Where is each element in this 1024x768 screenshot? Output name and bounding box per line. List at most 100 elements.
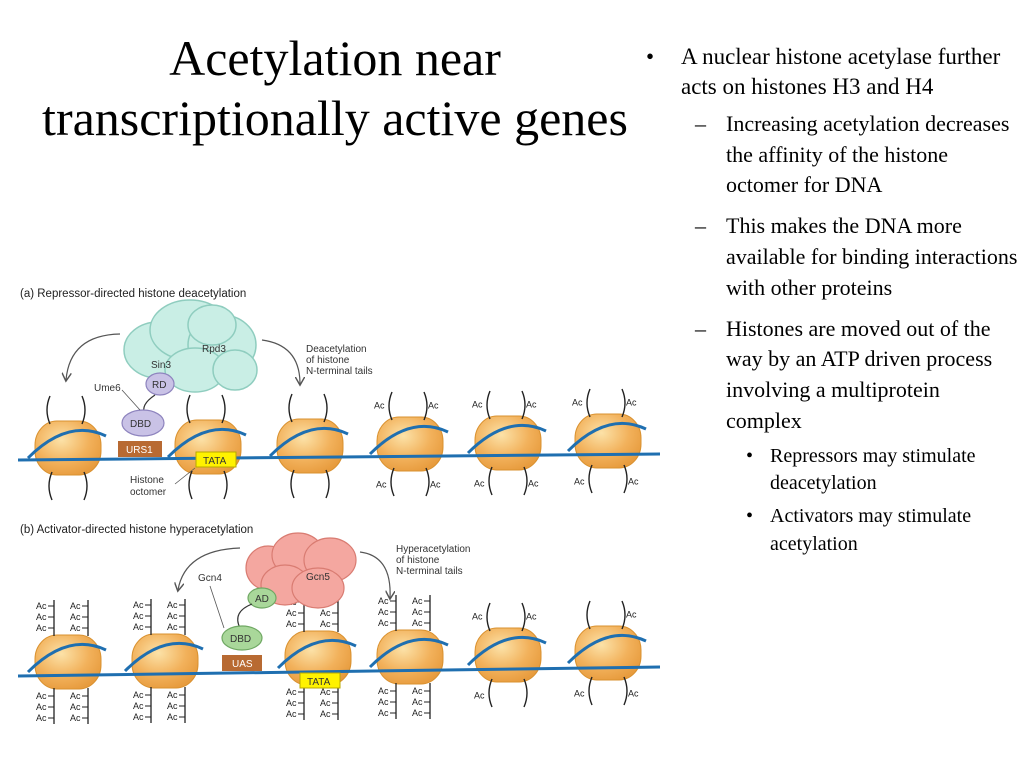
histone-tails-b: AcAcAcAcAcAcAcAcAcAcAcAcAcAcAcAcAcAcAcAc… bbox=[36, 595, 639, 724]
dna-wrap bbox=[268, 426, 349, 458]
histone-tail bbox=[48, 471, 53, 501]
dna-wrap bbox=[368, 424, 449, 456]
histone-tail bbox=[288, 393, 293, 423]
acetyl-label: Ac bbox=[320, 698, 331, 708]
tata-box-b bbox=[299, 672, 341, 689]
histone-tail: Ac bbox=[425, 467, 441, 497]
histone-tail: Ac bbox=[376, 467, 395, 497]
dash-mark: – bbox=[695, 213, 706, 239]
nucleosome bbox=[466, 627, 547, 683]
panel-a: (a) Repressor-directed histone deacetyla… bbox=[17, 288, 661, 501]
tata-box-a bbox=[195, 451, 237, 468]
acetyl-label: Ac bbox=[167, 690, 178, 700]
gcn4-linker bbox=[237, 603, 253, 629]
uas-box bbox=[222, 655, 262, 671]
nucleosome bbox=[566, 413, 647, 469]
nucleosome bbox=[123, 633, 204, 689]
dna-wrap bbox=[368, 637, 449, 669]
histone-tail bbox=[46, 395, 51, 425]
dna-strand-b bbox=[17, 665, 661, 678]
ume6-pointer bbox=[121, 389, 141, 411]
sin3-rpd3-complex bbox=[123, 299, 258, 393]
acetyl-label: Ac bbox=[412, 686, 423, 696]
histone-tail bbox=[323, 393, 328, 423]
acetyl-label: Ac bbox=[320, 687, 331, 697]
histone-tail: Ac bbox=[621, 600, 637, 630]
nucleosome bbox=[268, 418, 349, 474]
acetyl-label: Ac bbox=[133, 712, 144, 722]
bullet-mark: • bbox=[646, 44, 655, 69]
panel-b: (b) Activator-directed histone hyperacet… bbox=[17, 524, 661, 724]
gcn5-complex bbox=[245, 532, 357, 609]
acetyl-label: Ac bbox=[36, 691, 47, 701]
hyperacetylation-note: Hyperacetylation of histone N-terminal t… bbox=[396, 544, 473, 577]
ume6-label: Ume6 bbox=[94, 383, 121, 394]
nucleosome bbox=[26, 420, 107, 476]
nucleosome bbox=[368, 629, 449, 685]
acetyl-label: Ac bbox=[574, 476, 585, 486]
acetyl-label: Ac bbox=[286, 709, 297, 719]
nucleosome bbox=[26, 634, 107, 690]
panel-b-label: (b) Activator-directed histone hyperacet… bbox=[20, 524, 253, 536]
acetyl-label: Ac bbox=[412, 697, 423, 707]
acetyl-label: Ac bbox=[374, 401, 385, 411]
acetyl-label: Ac bbox=[167, 600, 178, 610]
gcn4-pointer bbox=[209, 585, 225, 629]
histone-tail bbox=[586, 600, 591, 630]
sub-sub-bullet-item: • Repressors may stimulate deacetylation bbox=[646, 443, 1018, 498]
octomer-pointer bbox=[174, 467, 196, 485]
dash-mark: – bbox=[695, 110, 706, 136]
sub-sub-bullet-item: • Activators may stimulate acetylation bbox=[646, 503, 1018, 558]
sub-sub-bullet-text: Activators may stimulate acetylation bbox=[770, 505, 972, 555]
dna-wrap bbox=[166, 427, 247, 459]
dna-wrap bbox=[566, 633, 647, 665]
acetyl-label: Ac bbox=[36, 612, 47, 622]
rd-domain bbox=[145, 372, 175, 396]
nucleosome bbox=[466, 415, 547, 471]
dbd-label-b: DBD bbox=[230, 634, 251, 645]
sin3-label: Sin3 bbox=[151, 360, 171, 371]
acetyl-label: Ac bbox=[378, 697, 389, 707]
sub-bullet-item: – Increasing acetylation decreases the a… bbox=[646, 109, 1018, 201]
bullet-item: • A nuclear histone acetylase further ac… bbox=[646, 42, 1018, 103]
gcn4-label: Gcn4 bbox=[198, 573, 222, 584]
acetyl-label: Ac bbox=[472, 400, 483, 410]
acetyl-label: Ac bbox=[36, 623, 47, 633]
acetyl-label: Ac bbox=[412, 596, 423, 606]
acetyl-label: Ac bbox=[167, 712, 178, 722]
nucleosome bbox=[566, 625, 647, 681]
histone-tail bbox=[186, 394, 191, 424]
acetyl-label: Ac bbox=[70, 601, 81, 611]
tata-label-b: TATA bbox=[307, 677, 331, 688]
dna-wrap bbox=[466, 423, 547, 455]
tata-label-a: TATA bbox=[203, 456, 227, 467]
acetyl-label: Ac bbox=[286, 608, 297, 618]
acetyl-label: Ac bbox=[70, 702, 81, 712]
acetyl-label: Ac bbox=[526, 400, 537, 410]
histone-tail: Ac bbox=[523, 466, 539, 496]
ad-label: AD bbox=[255, 594, 269, 605]
acetyl-label: Ac bbox=[36, 601, 47, 611]
acetyl-label: Ac bbox=[574, 688, 585, 698]
acetyl-label: Ac bbox=[133, 611, 144, 621]
histone-tail: Ac bbox=[623, 676, 639, 706]
acetyl-label: Ac bbox=[474, 690, 485, 700]
nucleosome bbox=[368, 416, 449, 472]
deacetylation-note: Deacetylation of histone N-terminal tail… bbox=[306, 344, 373, 377]
sub-bullet-text: This makes the DNA more available for bi… bbox=[726, 213, 1018, 300]
histone-tail: Ac bbox=[623, 464, 639, 494]
sub-sub-bullet-text: Repressors may stimulate deacetylation bbox=[770, 444, 976, 495]
uas-label: UAS bbox=[232, 659, 253, 670]
dna-wrap bbox=[466, 635, 547, 667]
dbd-domain-b bbox=[221, 625, 263, 651]
bullet-text: A nuclear histone acetylase further acts… bbox=[681, 44, 1001, 100]
acetyl-label: Ac bbox=[474, 478, 485, 488]
histone-tail: Ac bbox=[574, 464, 593, 494]
rd-label: RD bbox=[152, 380, 166, 391]
